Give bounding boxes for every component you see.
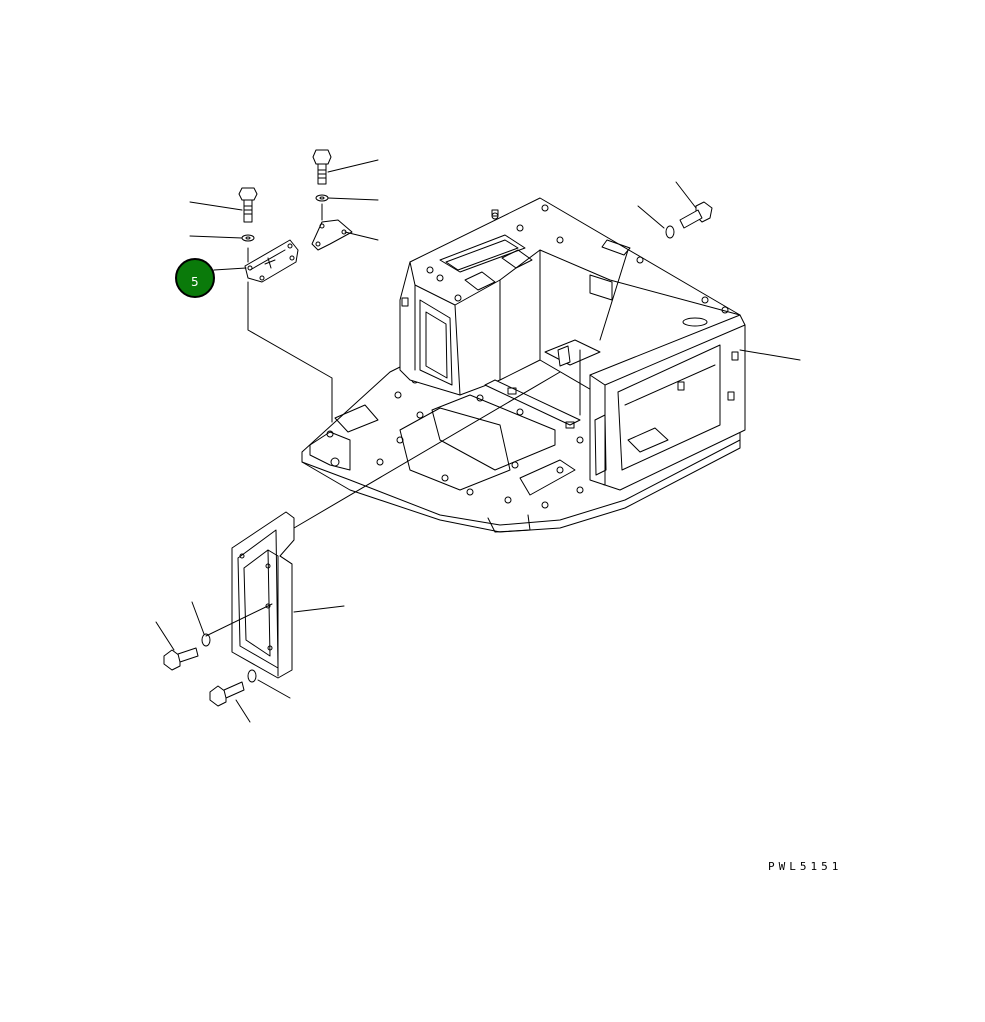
leader-lines xyxy=(155,159,801,723)
main-frame xyxy=(301,197,746,533)
callout-circle xyxy=(175,258,215,298)
callout-number: 5 xyxy=(191,275,199,289)
callout-5: 5 xyxy=(175,258,215,298)
bolt-upper-center xyxy=(312,149,332,202)
small-plate xyxy=(311,219,353,251)
bolt-upper-left xyxy=(238,187,258,242)
drawing-code: PWL5151 xyxy=(768,860,843,873)
bolt-upper-right xyxy=(665,201,713,239)
bolt-lower-right xyxy=(209,669,257,707)
side-cover-panel xyxy=(231,511,295,679)
bolt-lower-left xyxy=(163,633,211,671)
cover-plate xyxy=(244,239,299,283)
